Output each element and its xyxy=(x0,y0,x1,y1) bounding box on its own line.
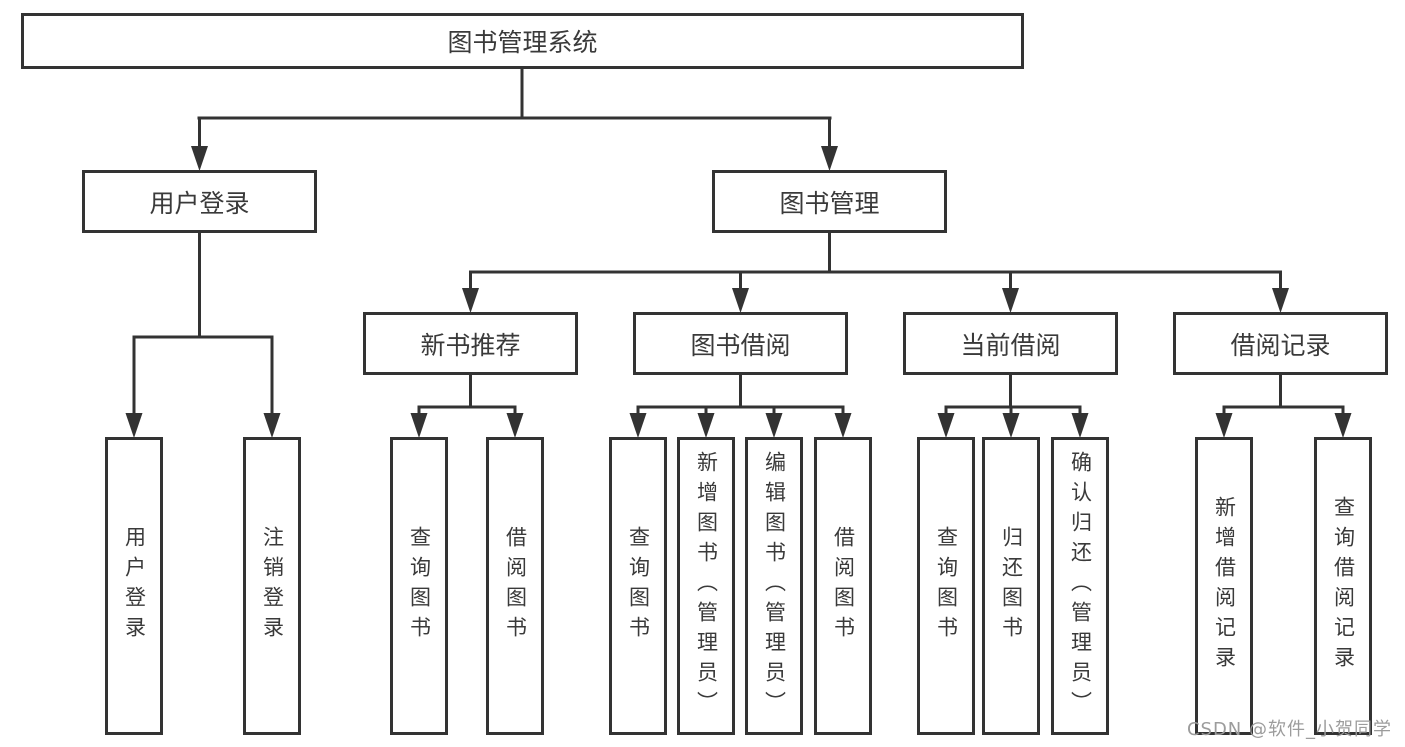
node-current-borrow: 当前借阅 xyxy=(903,312,1118,375)
leaf-return-book: 归还图书 xyxy=(982,437,1040,735)
leaf-add-book-admin-label: 新增图书（管理员） xyxy=(694,451,719,721)
leaf-confirm-return-admin: 确认归还（管理员） xyxy=(1051,437,1109,735)
leaf-logout-label: 注销登录 xyxy=(260,526,285,646)
node-borrow-records-label: 借阅记录 xyxy=(1230,330,1331,360)
node-current-borrow-label: 当前借阅 xyxy=(960,330,1061,360)
leaf-return-book-label: 归还图书 xyxy=(999,526,1024,646)
leaf-user-login: 用户登录 xyxy=(105,437,163,735)
node-user-login: 用户登录 xyxy=(82,170,317,233)
node-book-management-label: 图书管理 xyxy=(779,188,880,218)
leaf-query-books-current: 查询图书 xyxy=(917,437,975,735)
leaf-borrow-books-borrow-label: 借阅图书 xyxy=(831,526,856,646)
leaf-query-books-current-label: 查询图书 xyxy=(934,526,959,646)
node-book-borrow-label: 图书借阅 xyxy=(690,330,791,360)
leaf-confirm-return-admin-label: 确认归还（管理员） xyxy=(1068,451,1093,721)
leaf-query-books-newbook: 查询图书 xyxy=(390,437,448,735)
leaf-add-borrow-record-label: 新增借阅记录 xyxy=(1212,496,1237,676)
leaf-add-borrow-record: 新增借阅记录 xyxy=(1195,437,1253,735)
leaf-query-borrow-record: 查询借阅记录 xyxy=(1314,437,1372,735)
leaf-edit-book-admin: 编辑图书（管理员） xyxy=(745,437,803,735)
node-book-management: 图书管理 xyxy=(712,170,947,233)
node-book-borrow: 图书借阅 xyxy=(633,312,848,375)
csdn-watermark: CSDN @软件_小贺同学 xyxy=(1186,719,1392,740)
node-root-label: 图书管理系统 xyxy=(447,28,598,57)
leaf-borrow-books-newbook: 借阅图书 xyxy=(486,437,544,735)
node-user-login-label: 用户登录 xyxy=(149,188,250,218)
leaf-user-login-label: 用户登录 xyxy=(122,526,147,646)
leaf-add-book-admin: 新增图书（管理员） xyxy=(677,437,735,735)
node-borrow-records: 借阅记录 xyxy=(1173,312,1388,375)
node-new-book-recommend-label: 新书推荐 xyxy=(420,330,521,360)
node-new-book-recommend: 新书推荐 xyxy=(363,312,578,375)
leaf-query-borrow-record-label: 查询借阅记录 xyxy=(1331,496,1356,676)
leaf-query-books-newbook-label: 查询图书 xyxy=(407,526,432,646)
node-root: 图书管理系统 xyxy=(21,13,1024,69)
leaf-query-books-borrow: 查询图书 xyxy=(609,437,667,735)
leaf-logout: 注销登录 xyxy=(243,437,301,735)
leaf-query-books-borrow-label: 查询图书 xyxy=(626,526,651,646)
leaf-borrow-books-newbook-label: 借阅图书 xyxy=(503,526,528,646)
leaf-borrow-books-borrow: 借阅图书 xyxy=(814,437,872,735)
leaf-edit-book-admin-label: 编辑图书（管理员） xyxy=(762,451,787,721)
